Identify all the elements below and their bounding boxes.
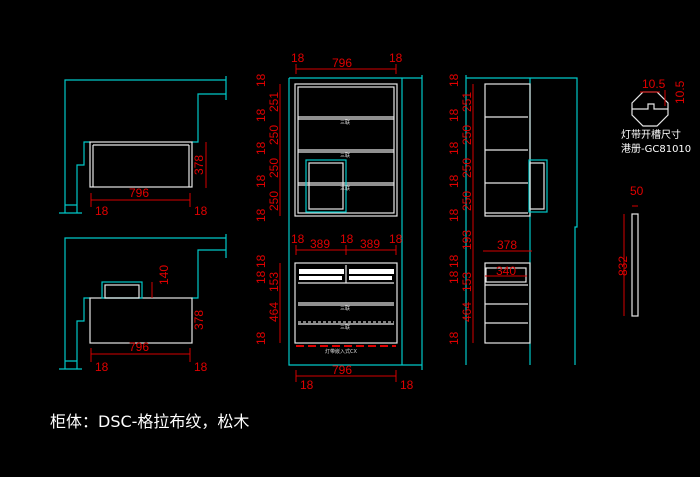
plan-view-top: 796 18 18 378 (59, 76, 227, 218)
hardware-label: 三联 (340, 119, 350, 126)
dim: 18 (254, 331, 268, 345)
dim: 250 (267, 158, 281, 178)
dim: 18 (291, 51, 305, 65)
material-caption: 柜体：DSC-格拉布纹，松木 (50, 412, 249, 431)
dim: 193 (460, 230, 474, 250)
hardware-label: 三联 (340, 185, 350, 192)
dim: 796 (332, 56, 352, 70)
dim-right: 18 (194, 204, 208, 218)
side-elevation: 378 340 18 251 18 250 18 250 18 250 18 1… (447, 73, 578, 365)
detail-title: 灯带开槽尺寸 (621, 128, 681, 141)
dim: 389 (310, 237, 330, 251)
dim: 18 (340, 232, 354, 246)
dim: 18 (254, 73, 268, 87)
light-strip-label: 灯带嵌入式CX (325, 348, 357, 355)
dim: 10.5 (642, 77, 666, 91)
dim: 832 (616, 256, 630, 276)
dim: 18 (300, 378, 314, 392)
dim-width: 796 (129, 186, 149, 200)
dim-width: 796 (129, 340, 149, 354)
dim: 18 (389, 51, 403, 65)
dim: 18 (254, 270, 268, 284)
dim: 153 (267, 272, 281, 292)
dim: 18 (254, 141, 268, 155)
dim: 18 (389, 232, 403, 246)
dim: 18 (447, 254, 461, 268)
dim-left: 18 (95, 204, 109, 218)
dim: 18 (291, 232, 305, 246)
dim: 340 (496, 264, 516, 278)
dim: 18 (447, 208, 461, 222)
dim: 250 (267, 125, 281, 145)
dim: 153 (460, 272, 474, 292)
dim: 796 (332, 363, 352, 377)
dim: 18 (254, 254, 268, 268)
plan-view-bottom: 796 18 18 378 140 (59, 234, 227, 374)
dim-right: 18 (194, 360, 208, 374)
dim: 18 (447, 141, 461, 155)
detail-model: 港册-GC81010 (621, 143, 691, 155)
dim: 250 (460, 191, 474, 211)
dim: 18 (400, 378, 414, 392)
dim: 50 (630, 184, 644, 198)
dim: 250 (460, 158, 474, 178)
dim: 18 (447, 108, 461, 122)
light-strip-detail: 10.5 10.5 灯带开槽尺寸 港册-GC81010 50 832 (616, 77, 691, 317)
front-elevation: 三联 三联 三联 三联 三联 灯带嵌入式CX 18 796 18 18 389 … (254, 51, 423, 392)
dim: 389 (360, 237, 380, 251)
dim: 18 (447, 331, 461, 345)
dim: 251 (267, 92, 281, 112)
dim-handle: 140 (157, 265, 171, 285)
dim: 18 (447, 73, 461, 87)
dim: 18 (447, 270, 461, 284)
hardware-label: 三联 (340, 324, 350, 331)
hardware-label: 三联 (340, 152, 350, 159)
dim: 18 (254, 174, 268, 188)
dim: 18 (447, 174, 461, 188)
dim: 18 (254, 108, 268, 122)
hardware-label: 三联 (340, 305, 350, 312)
dim: 10.5 (673, 80, 687, 104)
dim: 378 (497, 238, 517, 252)
dim: 250 (267, 191, 281, 211)
dim-left: 18 (95, 360, 109, 374)
dim: 464 (460, 302, 474, 322)
dim: 250 (460, 125, 474, 145)
dim-depth: 378 (192, 155, 206, 175)
dim: 18 (254, 208, 268, 222)
dim: 464 (267, 302, 281, 322)
dim-depth: 378 (192, 310, 206, 330)
dim: 251 (460, 92, 474, 112)
